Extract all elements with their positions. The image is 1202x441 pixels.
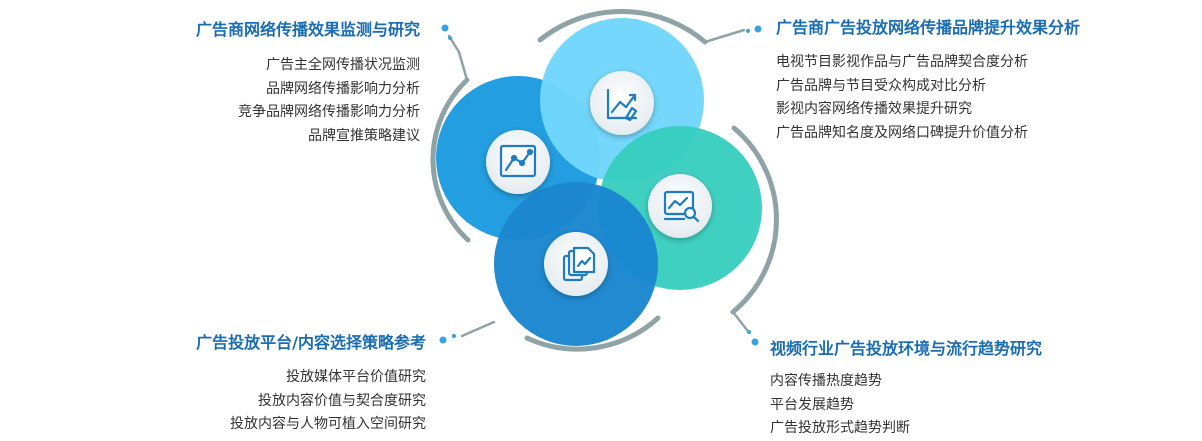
growth-chart-icon <box>606 88 638 122</box>
badge-right <box>648 174 712 238</box>
block-top-right: 广告商广告投放网络传播品牌提升效果分析 电视节目影视作品与广告品牌契合度分析 广… <box>776 18 1080 145</box>
connector-top-left <box>447 34 469 82</box>
list-item: 广告品牌与节目受众构成对比分析 <box>776 77 986 94</box>
list-item: 投放内容与人物可植入空间研究 <box>230 416 426 432</box>
dot-top-right <box>754 25 762 33</box>
block-bottom-left-title: 广告投放平台/内容选择策略参考 <box>196 333 426 352</box>
list-item: 平台发展趋势 <box>770 396 854 413</box>
badge-bottom <box>544 232 608 296</box>
list-item: 竞争品牌网络传播影响力分析 <box>238 104 420 120</box>
block-top-right-title: 广告商广告投放网络传播品牌提升效果分析 <box>776 18 1081 37</box>
block-bottom-left: 广告投放平台/内容选择策略参考 投放媒体平台价值研究 投放内容价值与契合度研究 … <box>196 333 426 437</box>
list-item: 影视内容网络传播效果提升研究 <box>776 101 972 117</box>
connector-dots <box>439 24 762 346</box>
block-bottom-right-title: 视频行业广告投放环境与流行趋势研究 <box>770 339 1043 358</box>
connector-bottom-right <box>731 310 749 332</box>
list-item: 投放媒体平台价值研究 <box>286 369 426 385</box>
outer-arcs <box>430 8 779 352</box>
dot-bottom-left-small <box>452 334 456 338</box>
list-item: 电视节目影视作品与广告品牌契合度分析 <box>776 54 1028 70</box>
monitor-search-icon <box>663 190 700 223</box>
list-item: 广告主全网传播状况监测 <box>266 57 420 73</box>
connector-top-right <box>703 28 746 44</box>
list-item: 品牌网络传播影响力分析 <box>266 80 420 97</box>
arc-bottom <box>524 315 661 352</box>
dot-bottom-right-small <box>747 330 751 334</box>
badge-top-left <box>486 130 550 194</box>
arc-top <box>537 8 708 45</box>
dot-bottom-right <box>751 338 759 346</box>
connector-bottom-left <box>460 320 496 338</box>
list-item: 广告品牌知名度及网络口碑提升价值分析 <box>776 124 1028 141</box>
block-bottom-right: 视频行业广告投放环境与流行趋势研究 内容传播热度趋势 平台发展趋势 广告投放形式… <box>770 339 1042 441</box>
documents-chart-icon <box>562 246 596 282</box>
block-top-left-title: 广告商网络传播效果监测与研究 <box>195 20 420 39</box>
block-bottom-left-list: 投放媒体平台价值研究 投放内容价值与契合度研究 投放内容与人物可植入空间研究 <box>196 366 426 437</box>
block-top-left-list: 广告主全网传播状况监测 品牌网络传播影响力分析 竞争品牌网络传播影响力分析 品牌… <box>196 54 420 148</box>
connectors <box>447 28 749 338</box>
dot-top-left-small <box>448 36 452 40</box>
list-item: 投放内容价值与契合度研究 <box>258 392 426 409</box>
block-bottom-right-list: 内容传播热度趋势 平台发展趋势 广告投放形式趋势判断 <box>770 370 1042 441</box>
line-chart-icon <box>499 144 537 178</box>
dot-top-right-small <box>746 29 750 33</box>
dot-top-left <box>441 24 449 32</box>
list-item: 品牌宣推策略建议 <box>308 127 420 144</box>
badge-top <box>590 71 654 135</box>
list-item: 广告投放形式趋势判断 <box>770 420 910 436</box>
block-top-left: 广告商网络传播效果监测与研究 广告主全网传播状况监测 品牌网络传播影响力分析 竞… <box>196 20 420 148</box>
arc-right <box>730 125 779 315</box>
dot-bottom-left <box>439 336 447 344</box>
block-top-right-list: 电视节目影视作品与广告品牌契合度分析 广告品牌与节目受众构成对比分析 影视内容网… <box>776 51 1080 145</box>
arc-top-left <box>430 77 471 243</box>
list-item: 内容传播热度趋势 <box>770 373 882 389</box>
